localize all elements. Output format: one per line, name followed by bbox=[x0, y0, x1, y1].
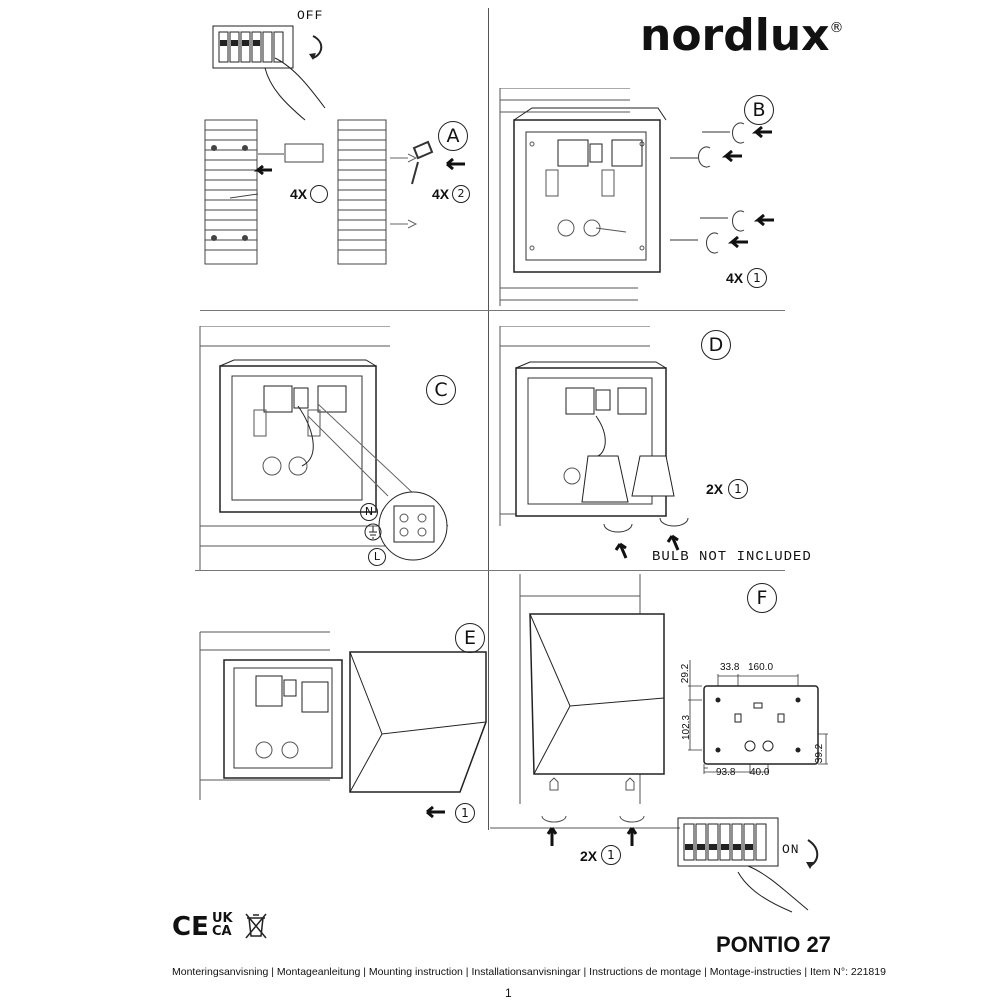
product-name: PONTIO 27 bbox=[716, 932, 831, 957]
step-d-ref: 1 bbox=[728, 479, 748, 499]
step-a-badge: A bbox=[438, 121, 468, 151]
step-b-qty: 4X bbox=[726, 270, 744, 286]
step-a-anchor-qty: 4X bbox=[432, 186, 450, 202]
page-number: 1 bbox=[505, 986, 512, 1000]
ce-mark: CE bbox=[172, 912, 209, 942]
step-c-illustration bbox=[199, 326, 449, 570]
mounting-plate-dimensions bbox=[688, 660, 828, 774]
step-e-ref: 1 bbox=[455, 803, 475, 823]
screw-ref-icon bbox=[310, 185, 328, 203]
step-f-badge: F bbox=[747, 583, 777, 613]
dim-102-3: 102.3 bbox=[681, 714, 693, 741]
step-e-badge: E bbox=[455, 623, 485, 653]
dim-40-0: 40.0 bbox=[750, 767, 770, 778]
dim-93-8: 93.8 bbox=[716, 767, 736, 778]
step-f-ref: 1 bbox=[601, 845, 621, 865]
dim-39-2: 39.2 bbox=[814, 743, 826, 764]
panel-divider-bottom bbox=[195, 570, 785, 571]
earth-ground-icon bbox=[364, 523, 382, 541]
arrow-left-icon bbox=[446, 158, 465, 170]
dim-33-8: 33.8 bbox=[720, 662, 740, 673]
dim-29-2: 29.2 bbox=[680, 663, 692, 684]
step-d-illustration bbox=[499, 326, 689, 559]
weee-bin-icon bbox=[245, 913, 267, 939]
step-a-anchor-ref: 2 bbox=[452, 185, 470, 203]
step-b-ref: 1 bbox=[747, 268, 767, 288]
terminal-neutral: N bbox=[360, 503, 378, 521]
step-c-badge: C bbox=[426, 375, 456, 405]
panel-divider-vertical bbox=[488, 8, 489, 830]
step-a-illustration bbox=[204, 119, 434, 265]
step-b-illustration bbox=[499, 88, 774, 306]
step-d-badge: D bbox=[701, 330, 731, 360]
step-b-badge: B bbox=[744, 95, 774, 125]
step-e-illustration bbox=[199, 631, 487, 800]
panel-divider-top bbox=[200, 310, 785, 311]
terminal-live: L bbox=[368, 548, 386, 566]
on-label: ON bbox=[782, 842, 800, 857]
step-f-qty: 2X bbox=[580, 848, 598, 864]
arrow-left-icon bbox=[426, 806, 445, 818]
brand-logo: nordlux® bbox=[640, 10, 844, 61]
step-d-qty: 2X bbox=[706, 481, 724, 497]
bulb-not-included-note: BULB NOT INCLUDED bbox=[652, 549, 812, 565]
breaker-on-illustration bbox=[677, 817, 819, 913]
off-label: OFF bbox=[297, 8, 324, 23]
footer-languages: Monteringsanvisning | Montageanleitung |… bbox=[172, 966, 886, 978]
dim-160-0: 160.0 bbox=[748, 662, 774, 673]
step-f-illustration bbox=[490, 574, 680, 846]
step-a-screw-qty: 4X bbox=[290, 186, 308, 202]
breaker-off-illustration bbox=[212, 25, 326, 121]
